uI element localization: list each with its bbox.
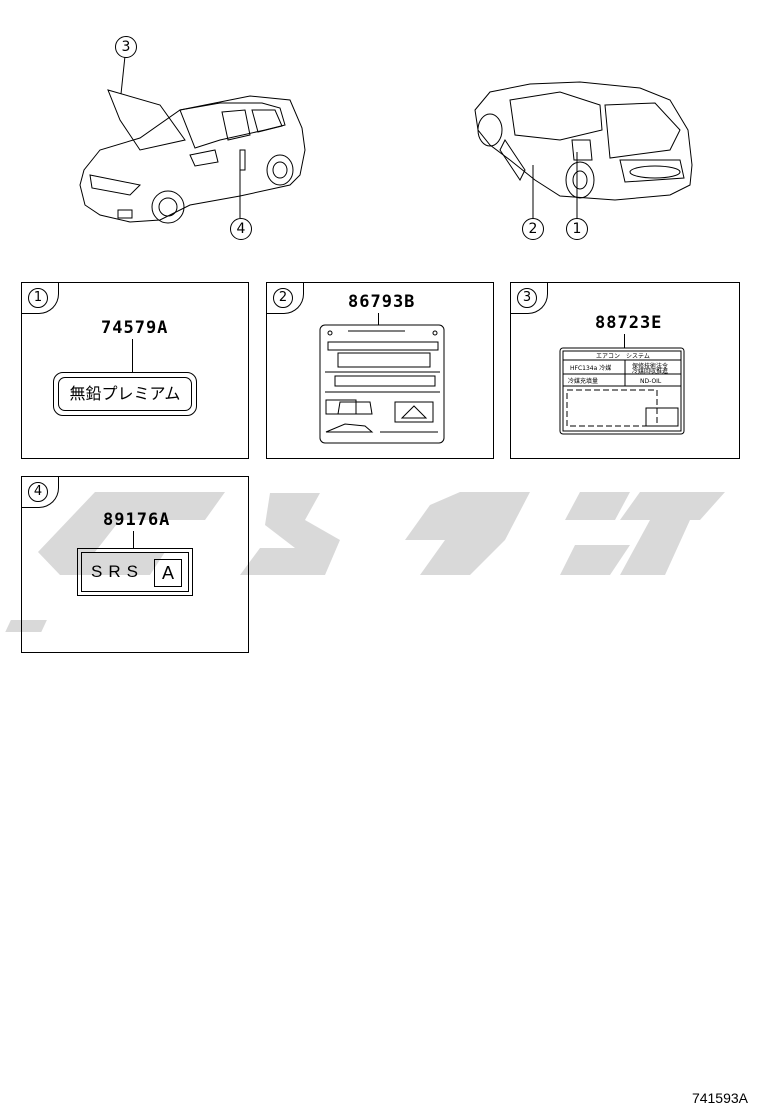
srs-text: SRS <box>91 562 144 581</box>
leader-line <box>132 339 133 372</box>
aircon-title: エアコン システム <box>596 353 650 360</box>
regulation-note-1: 保修技術法令 <box>632 362 668 370</box>
leader-line <box>624 334 625 348</box>
callout-3-hood: 3 <box>115 36 137 58</box>
oil-type: ND-OIL <box>640 378 662 385</box>
panel-4: 4 <box>21 476 249 653</box>
panel-number-badge: 2 <box>267 283 304 314</box>
srs-label-frame: SRS A <box>81 552 189 592</box>
fuel-label-text: 無鉛プレミアム <box>58 377 192 411</box>
part-code-74579a: 74579A <box>101 318 169 338</box>
panel-2: 2 <box>266 282 494 459</box>
panel-number: 1 <box>28 288 48 308</box>
callout-4-door: 4 <box>230 218 252 240</box>
regulation-note-2: 冷媒回収推進 <box>632 367 668 375</box>
srs-box-letter: A <box>154 559 182 587</box>
callout-2-rear-door: 2 <box>522 218 544 240</box>
diagram-id: 741593A <box>691 1090 748 1106</box>
leader-line <box>378 313 379 325</box>
panel-number: 2 <box>273 288 293 308</box>
panel-number-badge: 3 <box>511 283 548 314</box>
rear-car-illustration <box>474 81 693 201</box>
charge-amount: 冷媒充填量 <box>568 377 598 385</box>
panel-3: 3 <box>510 282 740 459</box>
panel-number-badge: 1 <box>22 283 59 314</box>
panel-number: 4 <box>28 482 48 502</box>
watermark-logo <box>5 492 725 632</box>
callout-1-rear: 1 <box>566 218 588 240</box>
part-code-86793b: 86793B <box>348 292 416 312</box>
panel-number-badge: 4 <box>22 477 59 508</box>
label-86793b-drawing <box>319 324 445 444</box>
refrigerant-type: HFC134a 冷媒 <box>570 364 611 372</box>
panel-1: 1 <box>21 282 249 459</box>
label-88723e-drawing <box>559 347 685 435</box>
leader-line <box>133 531 134 548</box>
fuel-label: 無鉛プレミアム <box>53 372 197 416</box>
srs-label: SRS A <box>77 548 193 596</box>
part-code-89176a: 89176A <box>103 510 171 530</box>
front-car-illustration <box>79 89 306 224</box>
panel-number: 3 <box>517 288 537 308</box>
part-code-88723e: 88723E <box>595 313 663 333</box>
